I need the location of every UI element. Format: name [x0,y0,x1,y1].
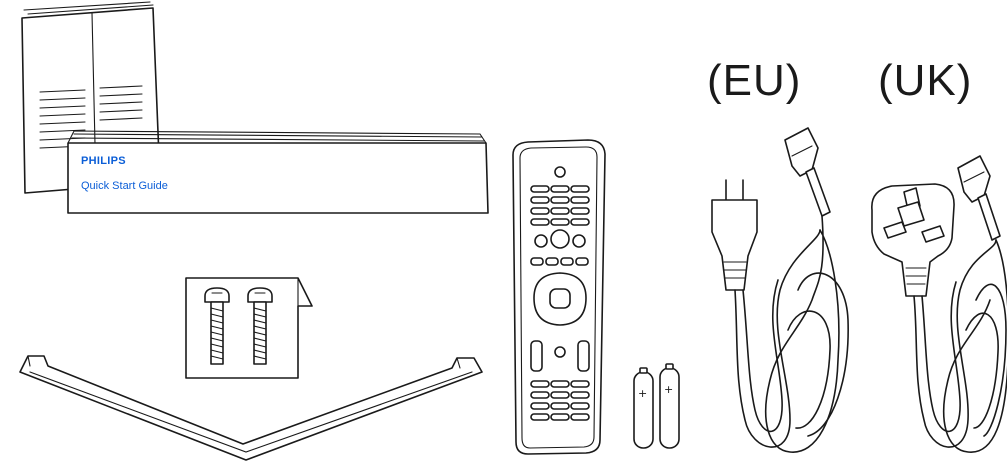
eu-label: (EU) [707,56,801,105]
uk-power-cord-icon [872,156,1007,452]
uk-label: (UK) [878,56,972,105]
battery-plus-mark: + [664,383,673,396]
quick-start-guide-icon: PHILIPS Quick Start Guide [68,131,488,213]
battery-plus-mark: + [638,387,647,400]
screws-bag-icon [186,278,312,378]
aa-battery-icon: + [660,364,679,448]
eu-power-cord-icon [712,128,848,452]
aa-battery-icon: + [634,368,653,448]
guide-brand: PHILIPS [81,155,126,167]
remote-control-icon [513,140,605,454]
guide-title: Quick Start Guide [81,180,168,192]
